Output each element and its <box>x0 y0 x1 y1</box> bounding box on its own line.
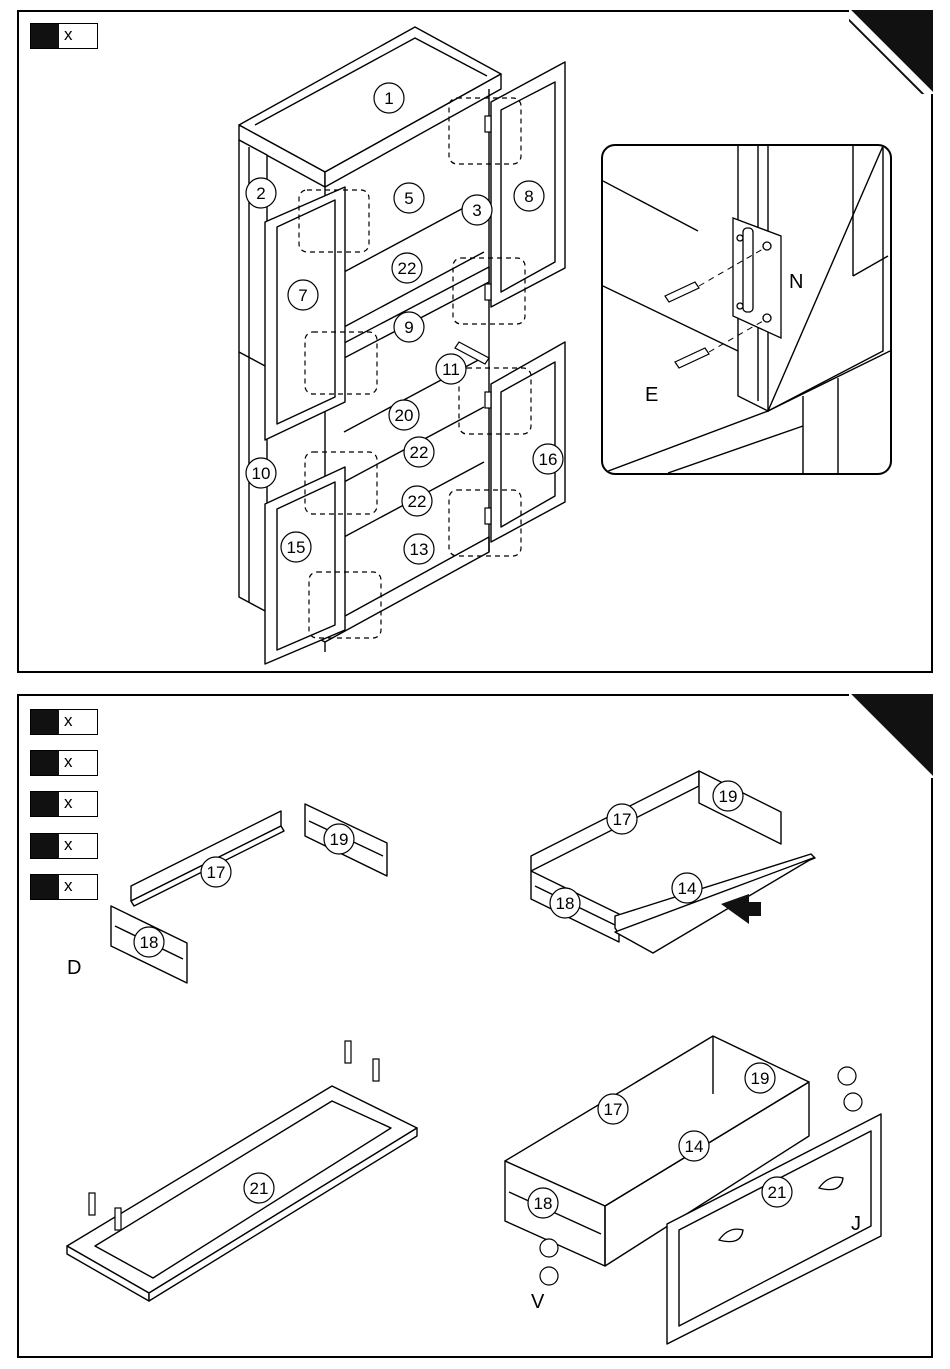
part-label: 19 <box>751 1069 770 1088</box>
part-label: 17 <box>613 810 632 829</box>
part-label: 17 <box>207 863 226 882</box>
part-label: 3 <box>472 201 481 220</box>
drawer-part-labels: 17 19 18 17 19 18 14 21 17 19 14 21 18 D… <box>19 696 931 1356</box>
part-label: 15 <box>287 538 306 557</box>
screw-label: E <box>645 384 658 406</box>
step-2-panel: x x x x x <box>17 694 933 1358</box>
part-label: 14 <box>685 1137 704 1156</box>
part-label: 2 <box>256 184 265 203</box>
part-label: 16 <box>539 450 558 469</box>
hinge-detail-drawing: N E <box>603 146 890 473</box>
part-label: 21 <box>768 1183 787 1202</box>
part-label: 5 <box>404 189 413 208</box>
hinge-label: N <box>789 271 803 293</box>
part-label: 7 <box>298 286 307 305</box>
part-label: 22 <box>408 492 427 511</box>
part-label: 13 <box>410 540 429 559</box>
part-label: 18 <box>140 933 159 952</box>
part-label: 20 <box>395 406 414 425</box>
part-label: 19 <box>719 787 738 806</box>
part-label: 18 <box>556 894 575 913</box>
step-1-panel: x <box>17 10 933 673</box>
part-label: 21 <box>250 1179 269 1198</box>
part-label: 14 <box>678 879 697 898</box>
part-label: 18 <box>534 1194 553 1213</box>
part-label: 17 <box>604 1100 623 1119</box>
hardware-label: D <box>67 957 81 979</box>
part-label: 10 <box>252 464 271 483</box>
hinge-detail-inset: N E <box>601 144 892 475</box>
part-label: 19 <box>330 830 349 849</box>
part-label: 9 <box>404 318 413 337</box>
hardware-label: V <box>531 1291 545 1313</box>
hardware-label: J <box>851 1213 861 1235</box>
part-label: 8 <box>524 187 533 206</box>
part-label: 11 <box>442 360 460 379</box>
part-label: 22 <box>398 259 417 278</box>
part-label: 1 <box>384 89 393 108</box>
part-label: 22 <box>410 443 429 462</box>
